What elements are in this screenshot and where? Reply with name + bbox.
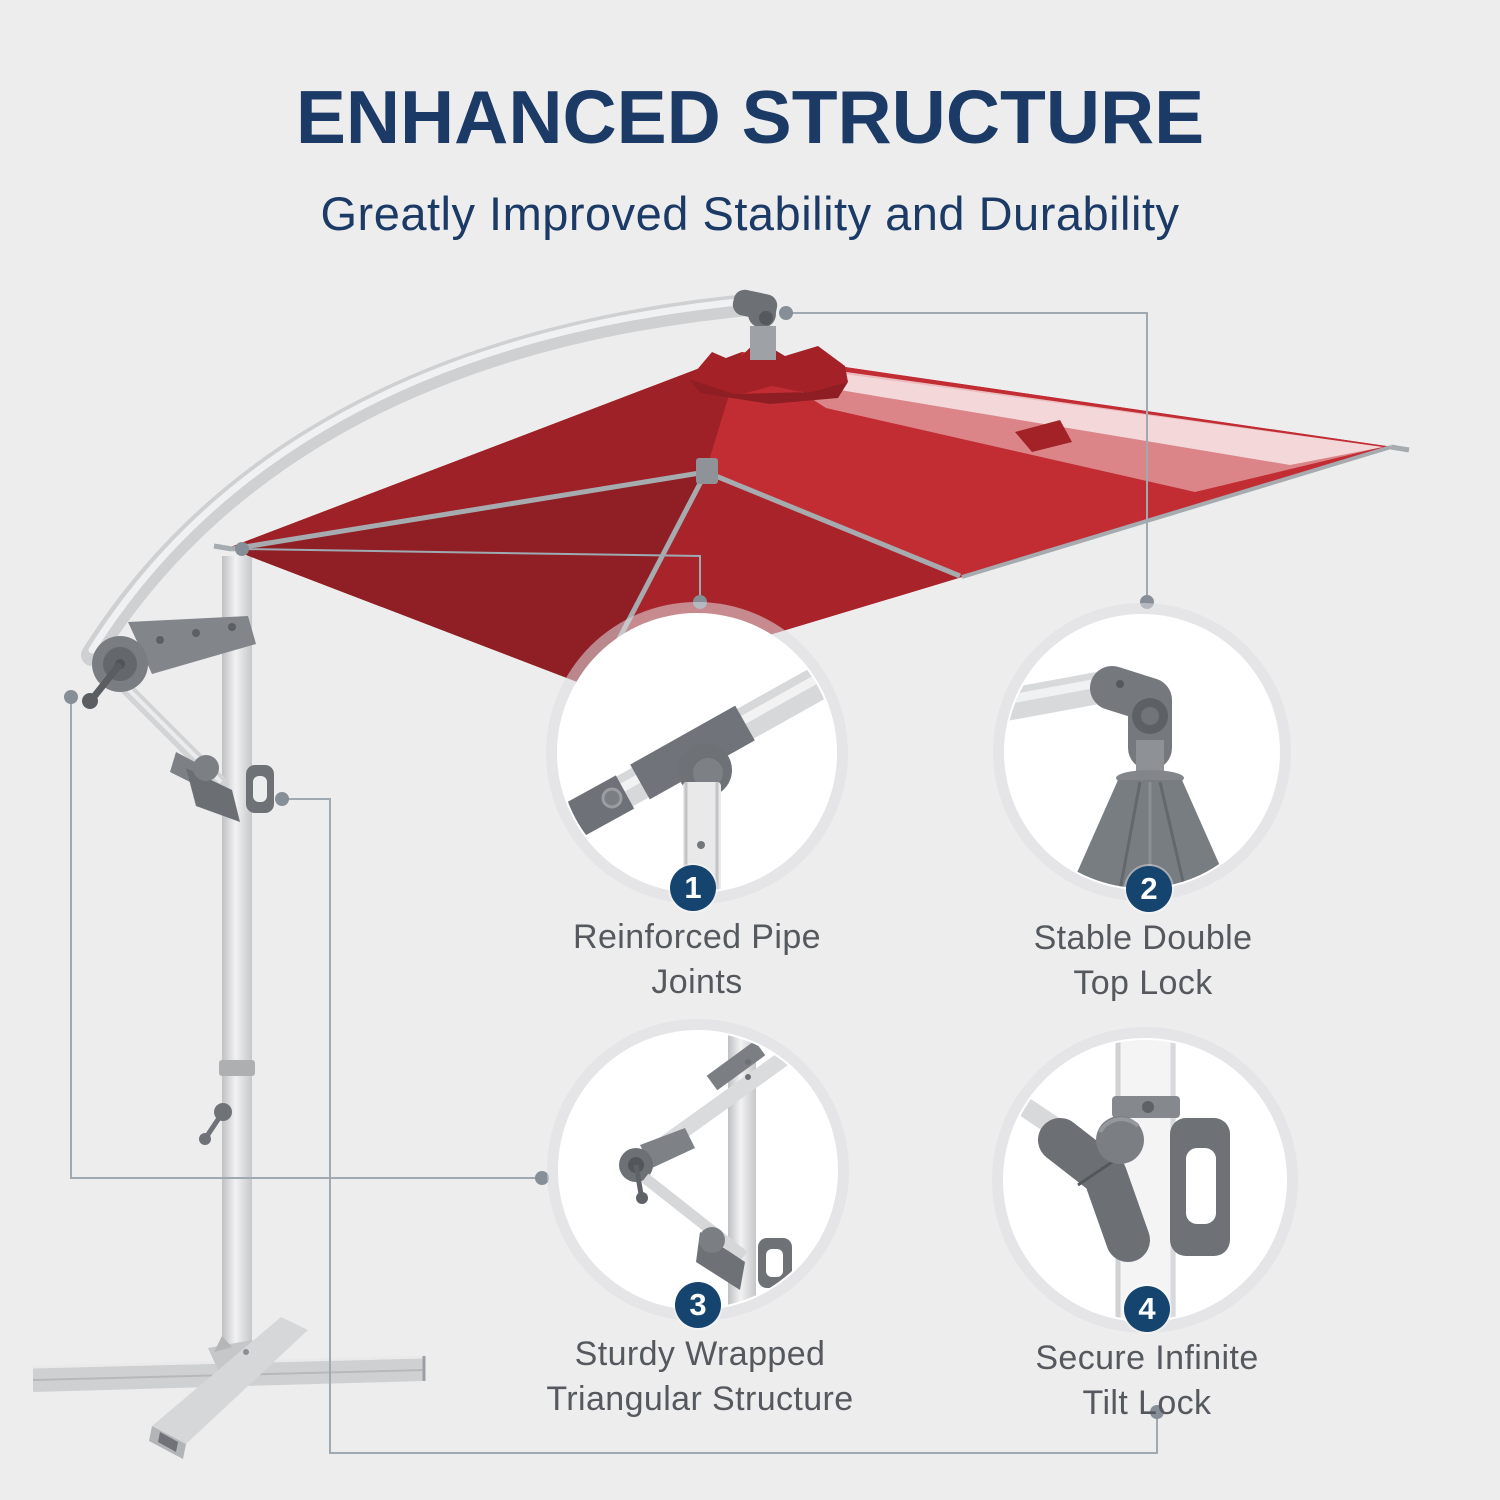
page-subtitle: Greatly Improved Stability and Durabilit… [320, 187, 1180, 240]
elbow-hinge [82, 616, 256, 709]
detail-top-lock [1006, 666, 1232, 888]
detail-triangular-structure [619, 1032, 817, 1308]
base-front-bar [149, 1317, 308, 1459]
canopy-hub [696, 458, 718, 484]
detail-tilt-lock [1016, 1040, 1230, 1320]
connector-3 [70, 697, 538, 1179]
canopy-top-cap [690, 340, 848, 396]
feature-label-2: Stable Double Top Lock [1033, 919, 1253, 1002]
umbrella-pole [199, 556, 255, 1370]
connector-4 [282, 798, 1158, 1454]
feature-label-4: Secure Infinite Tilt Lock [1035, 1339, 1259, 1422]
feature-circle-4 [992, 1027, 1298, 1333]
tilt-lock-assembly [170, 752, 274, 822]
feature-circle-1 [546, 602, 848, 904]
feature-badge-3: 3 [675, 1282, 721, 1328]
callout-dots [64, 306, 1164, 1419]
canopy-strap [1015, 420, 1072, 452]
feature-label-1: Reinforced Pipe Joints [573, 918, 821, 1001]
umbrella-canopy [213, 289, 1410, 688]
feature-circle-3 [547, 1019, 849, 1321]
crank-handle [199, 1103, 232, 1145]
connector-1 [241, 548, 701, 598]
feature-badge-1: 1 [670, 865, 716, 911]
page-title: ENHANCED STRUCTURE [295, 75, 1205, 159]
feature-circle-2 [993, 603, 1291, 901]
connector-2 [786, 312, 1148, 598]
callout-connectors [70, 312, 1158, 1454]
feature-badge-2: 2 [1126, 866, 1172, 912]
umbrella-curved-arm [81, 293, 769, 666]
top-lock-joint [732, 289, 778, 360]
feature-label-3: Sturdy Wrapped Triangular Structure [546, 1335, 854, 1418]
feature-badge-4: 4 [1124, 1286, 1170, 1332]
